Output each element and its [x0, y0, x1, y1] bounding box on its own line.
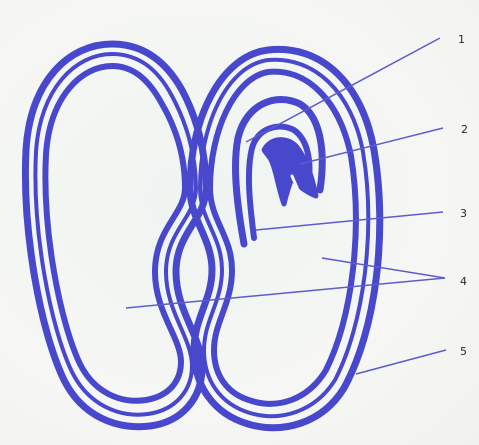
pointer-line-4a	[322, 258, 445, 278]
label-1: 1	[458, 34, 465, 45]
label-5: 5	[460, 346, 467, 357]
left-cotyledon-inner	[45, 66, 185, 401]
label-3: 3	[460, 208, 467, 219]
right-cotyledon	[190, 49, 380, 427]
left-cotyledon	[25, 44, 206, 427]
embryo	[236, 99, 323, 244]
pointer-line-3	[256, 212, 443, 230]
label-4: 4	[460, 276, 467, 287]
label-2: 2	[461, 124, 468, 135]
pointer-lines	[126, 38, 446, 374]
pointer-line-5	[356, 350, 446, 374]
